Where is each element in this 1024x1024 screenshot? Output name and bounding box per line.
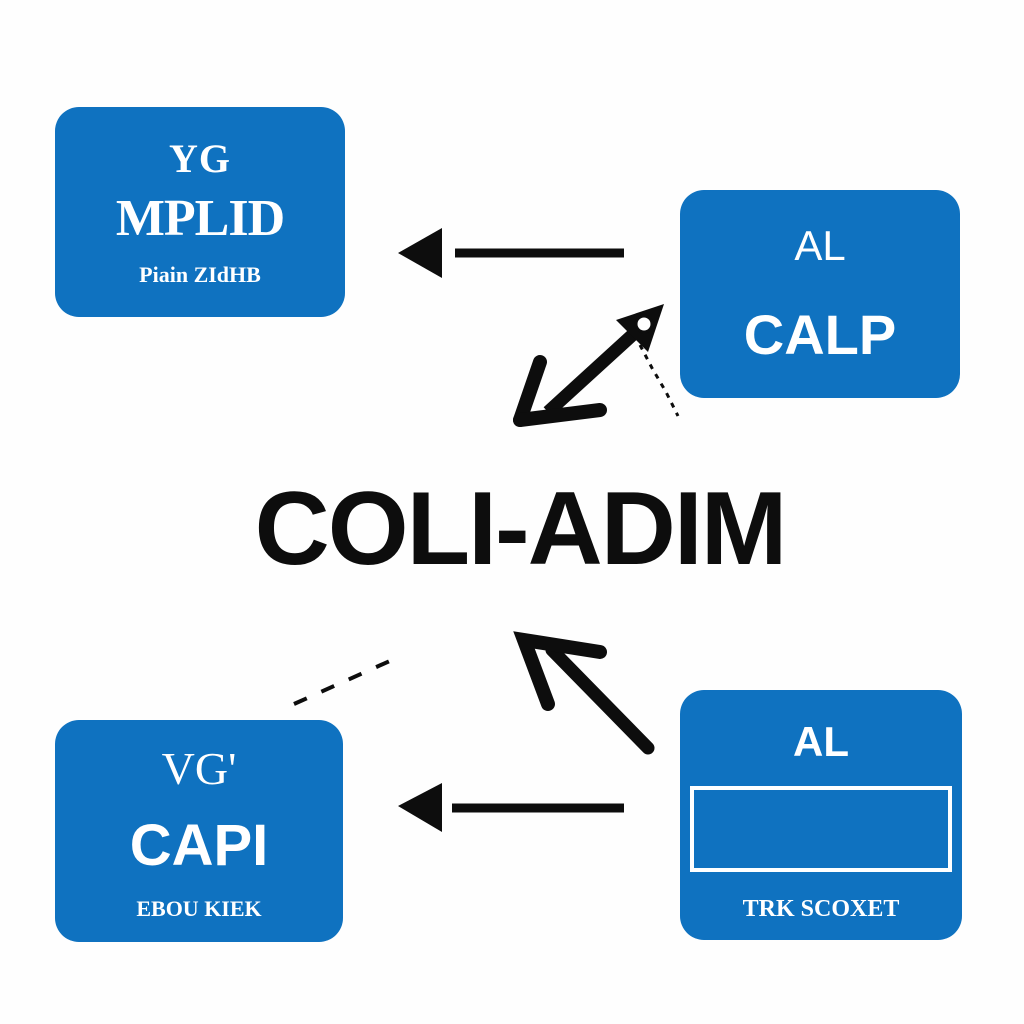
node-bottom-left-line1: VG'	[161, 743, 237, 794]
node-box-top-right: AL CALP	[680, 190, 960, 398]
node-box-bottom-right: AL TRK SCOXET	[680, 690, 962, 940]
node-top-left-line2: MPLID	[115, 190, 285, 247]
center-title: COLI-ADIM	[254, 471, 788, 587]
node-box-top-left: YG MPLID Piain ZIdHB	[55, 107, 345, 317]
node-top-right-line2: CALP	[743, 303, 897, 366]
node-bottom-right-line3: TRK SCOXET	[742, 896, 900, 922]
node-top-left-line1: YG	[169, 136, 231, 181]
node-top-left-line3: Piain ZIdHB	[139, 262, 261, 287]
node-bottom-right-inner-panel	[690, 786, 952, 872]
node-bottom-left-line3: EBOU KIEK	[136, 896, 262, 921]
dashed-connector	[293, 658, 393, 706]
arrow-left-bottom	[398, 783, 624, 832]
node-box-bottom-left: VG' CAPI EBOU KIEK	[55, 720, 343, 942]
node-top-right-line1: AL	[794, 222, 846, 269]
arrow-diagonal-double	[513, 304, 680, 427]
arrow-left-top	[398, 228, 624, 278]
node-bottom-right-line1: AL	[793, 718, 849, 765]
arrow-diagonal-up	[513, 631, 655, 755]
node-bottom-left-line2: CAPI	[129, 813, 269, 878]
